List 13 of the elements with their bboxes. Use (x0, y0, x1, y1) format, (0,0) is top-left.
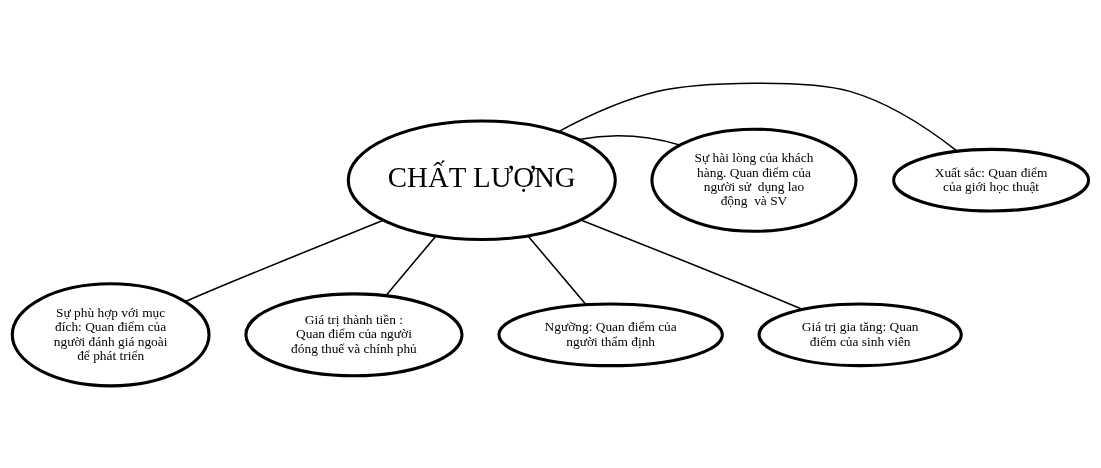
node-ellipse: Giá trị gia tăng: Quan điểm của sinh viên (757, 301, 963, 367)
node-ellipse: Sự phù hợp với mục đích: Quan điểm của người đánh giá ngoài để phát triển (10, 281, 211, 387)
connector (527, 234, 587, 306)
connector (385, 234, 437, 297)
node-ellipse: Ngưỡng: Quan điểm của người thẩm định (497, 301, 724, 367)
node-ellipse: Giá trị thành tiền : Quan điểm của người đóng thuế và chính phủ (244, 291, 464, 377)
node-ellipse: Sự hài lòng của khách hàng. Quan điểm của người sử dụng lao động và SV (650, 127, 858, 233)
connector (557, 81, 959, 152)
node-ellipse: Xuất sắc: Quan điểm của giới học thuật (892, 147, 1091, 213)
node-ellipse: CHẤT LƯỢNG (346, 118, 617, 241)
connector (578, 134, 681, 146)
connector (580, 218, 804, 310)
connector (184, 219, 385, 302)
